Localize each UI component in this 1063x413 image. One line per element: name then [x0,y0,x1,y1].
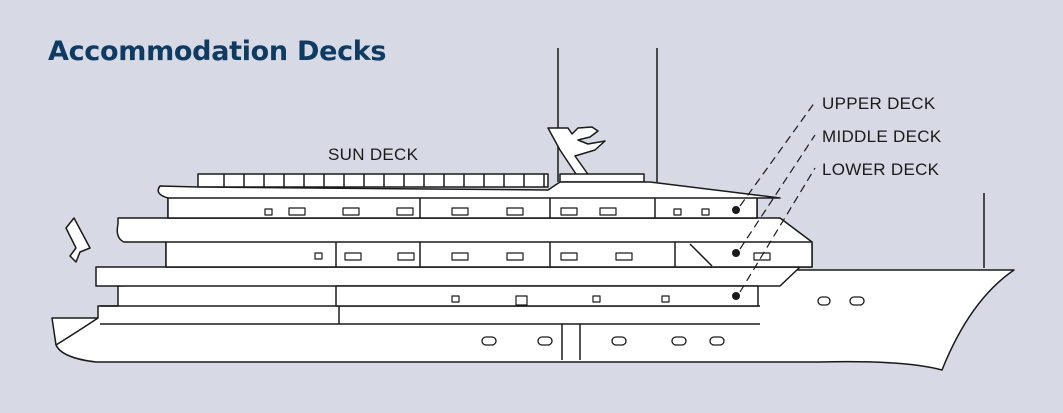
bow-flag [547,126,606,181]
label-sun-deck: SUN DECK [328,145,419,164]
stern-flag [65,217,91,263]
lower-deck-structure [95,266,801,287]
label-middle-deck: MIDDLE DECK [822,127,942,146]
lower-deck-windows [451,295,670,306]
sun-deck-railing [197,173,645,188]
portholes [481,296,865,346]
middle-deck-cabins [165,241,813,268]
page-title: Accommodation Decks [48,36,387,67]
label-lower-deck: LOWER DECK [822,160,940,179]
lower-deck-cabins [335,285,759,307]
upper-deck-windows [264,207,710,216]
hull [51,269,1015,371]
deck-markers [732,101,816,300]
label-upper-deck: UPPER DECK [822,94,936,113]
